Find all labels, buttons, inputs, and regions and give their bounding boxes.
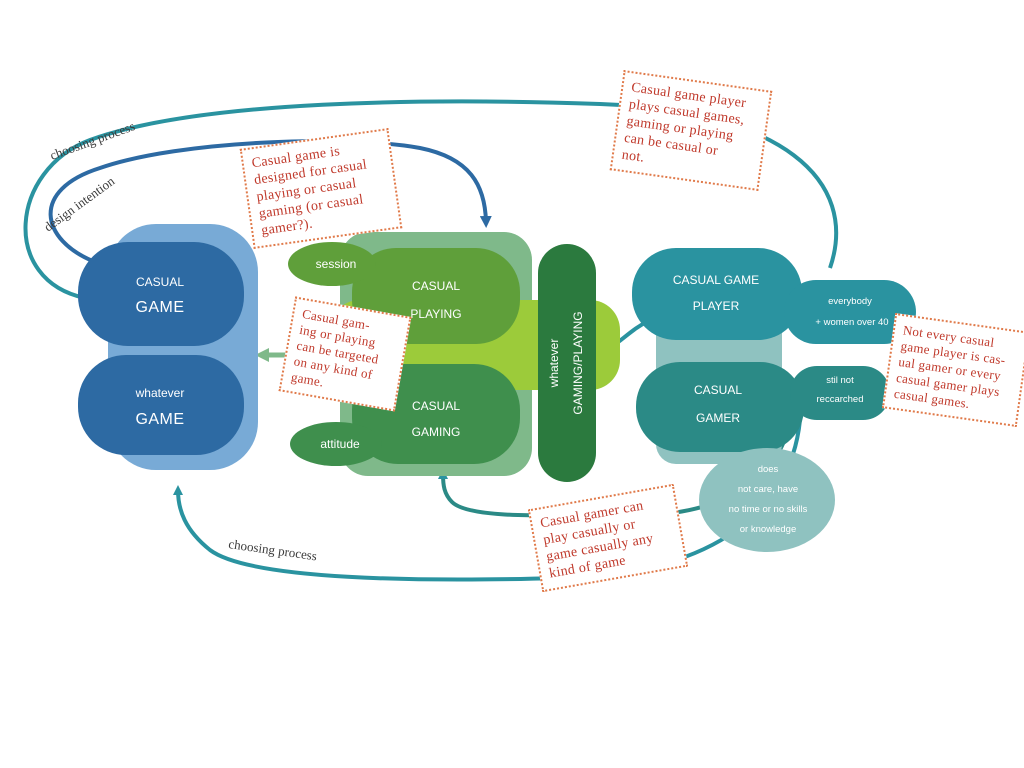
choosing-process-bottom-label: choosing process [228,536,318,563]
note-casual-game-player-plays: Casual game player plays casual games, g… [609,70,773,191]
does-not-care-label-line1: does [758,464,779,475]
casual-gamer-label-line1: CASUAL [694,383,742,397]
everybody-label-line2: + women over 40 [815,317,888,328]
does-not-care-label-line2: not care, have [738,484,798,495]
casual-playing-label-line2: PLAYING [410,307,461,321]
whatever-gaming-playing-label-line2: GAMING/PLAYING [571,311,585,414]
session-node [288,242,376,286]
choosing-process-top-connector [23,99,839,302]
casual-game-player-label-line2: PLAYER [693,299,740,313]
does-not-care-label-line4: or knowledge [740,524,797,535]
everybody-label-line1: everybody [828,296,872,307]
casual-game-label-line1: CASUAL [136,275,184,289]
does-not-care-label-line3: no time or no skills [729,504,808,515]
note-not-every-casual: Not every casual game player is cas- ual… [881,313,1024,427]
attitude-node [290,422,382,466]
whatever-gaming-playing-label-line1: whatever [547,339,561,389]
whatever-game-node [78,355,244,455]
whatever-game-label-line2: GAME [135,411,184,428]
casual-gaming-label-line2: GAMING [412,425,461,439]
whatever-gaming-playing-node [538,244,596,482]
does-not-care-node [699,448,835,552]
casual-game-node [78,242,244,346]
design-intention-connector [48,139,492,264]
note-casual-gaming-targeted: Casual gam- ing or playing can be target… [278,296,412,412]
attitude-label: attitude [320,437,360,451]
choosing-process-top-label: choosing process [48,118,137,163]
casual-game-player-label-line1: CASUAL GAME [673,273,759,287]
casual-gaming-label-line1: CASUAL [412,399,460,413]
casual-playing-label-line1: CASUAL [412,279,460,293]
casual-gamer-node [636,362,804,452]
whatever-game-label-line1: whatever [135,386,185,400]
still-not-researched-node [790,366,890,420]
still-not-researched-label-line1: stil not [826,375,854,386]
still-not-researched-label-line2: reccarched [817,394,864,405]
everybody-node [784,280,916,344]
casual-game-player-node [632,248,802,340]
casual-game-label-line2: GAME [135,299,184,316]
note-casual-game-designed: Casual game is designed for casual playi… [239,128,403,249]
session-label: session [316,257,357,271]
casual-gamer-label-line2: GAMER [696,411,740,425]
